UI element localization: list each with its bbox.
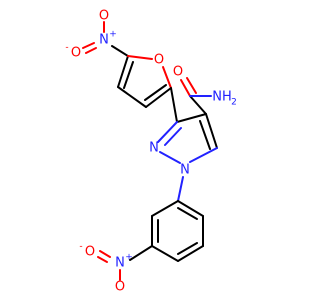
bond-n-o-left-furan-nitro — [82, 42, 95, 49]
bond-pyrazole-n1-to-phenyl — [177, 176, 184, 202]
atom-o-nitro-furan-top: O — [99, 9, 109, 24]
bond-pyrazole-c4-to-carbonyl-c — [189, 95, 207, 115]
bond-phenyl-c4-c5 — [177, 245, 204, 262]
charge-n-nitro-furan: + — [109, 30, 117, 40]
bond-pyrazole-c3-c4 — [176, 113, 207, 123]
bond-furan-c5-c4 — [117, 55, 129, 88]
bond-phenyl-c4-c5-inner — [177, 242, 198, 255]
bond-pyrazole-n2-c3-inner — [164, 127, 182, 146]
bond-phenyl-c6-c1-inner — [177, 207, 198, 220]
atom-o-nitro-furan-left: O — [71, 46, 81, 61]
bond-pyrazole-n1-n2 — [159, 151, 181, 164]
charge-o-nitro-phenyl-left: - — [79, 242, 82, 252]
bond-pyrazole-c4-c5-inner — [199, 120, 211, 150]
bond-pyrazole-c5-n1 — [189, 147, 218, 163]
bond-pyrazole-c4-c5 — [205, 113, 218, 149]
atom-n-amide: NH — [212, 90, 232, 105]
atom-o-nitro-phenyl-left: O — [85, 245, 95, 260]
bonds — [82, 21, 218, 281]
bond-furan-c4-c3 — [117, 86, 147, 108]
bond-phenyl-nitro-n-o-left-double — [97, 256, 108, 263]
molecule-structure-diagram: O N + O - O O NH 2 N N O - N + O — [65, 9, 236, 295]
bond-furan-c2-o — [162, 66, 172, 89]
bond-phenyl-nitro-n-o-left — [99, 250, 111, 258]
atom-n-amide-subscript: 2 — [231, 98, 237, 108]
atom-n-nitro-phenyl: N — [115, 256, 125, 271]
atom-o-nitro-phenyl-bottom: O — [115, 280, 125, 295]
bond-carbonyl-c-o — [180, 79, 191, 97]
atom-n-pyrazole-1: N — [180, 163, 190, 178]
bond-nitro-n-to-furan-c5 — [111, 45, 129, 57]
bond-furan-c5-c4-inner — [123, 61, 134, 89]
bond-phenyl-c3-to-nitro-n — [129, 245, 153, 261]
bond-carbonyl-c-o-double — [186, 77, 197, 94]
bond-n-o-left-furan-nitro-double — [85, 47, 97, 54]
bond-phenyl-c1-c2 — [151, 200, 179, 217]
atom-labels: O N + O - O O NH 2 N N O - N + O — [65, 9, 236, 295]
atom-n-pyrazole-2: N — [149, 141, 159, 156]
charge-o-nitro-furan-left: - — [65, 43, 68, 53]
atom-o-furan-ring: O — [154, 53, 164, 68]
bond-phenyl-c6-c1 — [177, 200, 204, 217]
bond-furan-c3-c2-inner — [144, 84, 167, 101]
bond-furan-o-c5 — [127, 55, 153, 60]
charge-n-nitro-phenyl: + — [125, 253, 133, 263]
atom-n-nitro-furan: N — [99, 33, 109, 48]
atom-o-amide: O — [173, 65, 183, 80]
bond-furan-c2-to-pyrazole-c3 — [170, 87, 178, 123]
bond-pyrazole-n2-c3 — [157, 121, 178, 143]
bond-furan-c3-c2 — [145, 87, 172, 108]
bond-phenyl-c3-c4 — [151, 245, 179, 262]
